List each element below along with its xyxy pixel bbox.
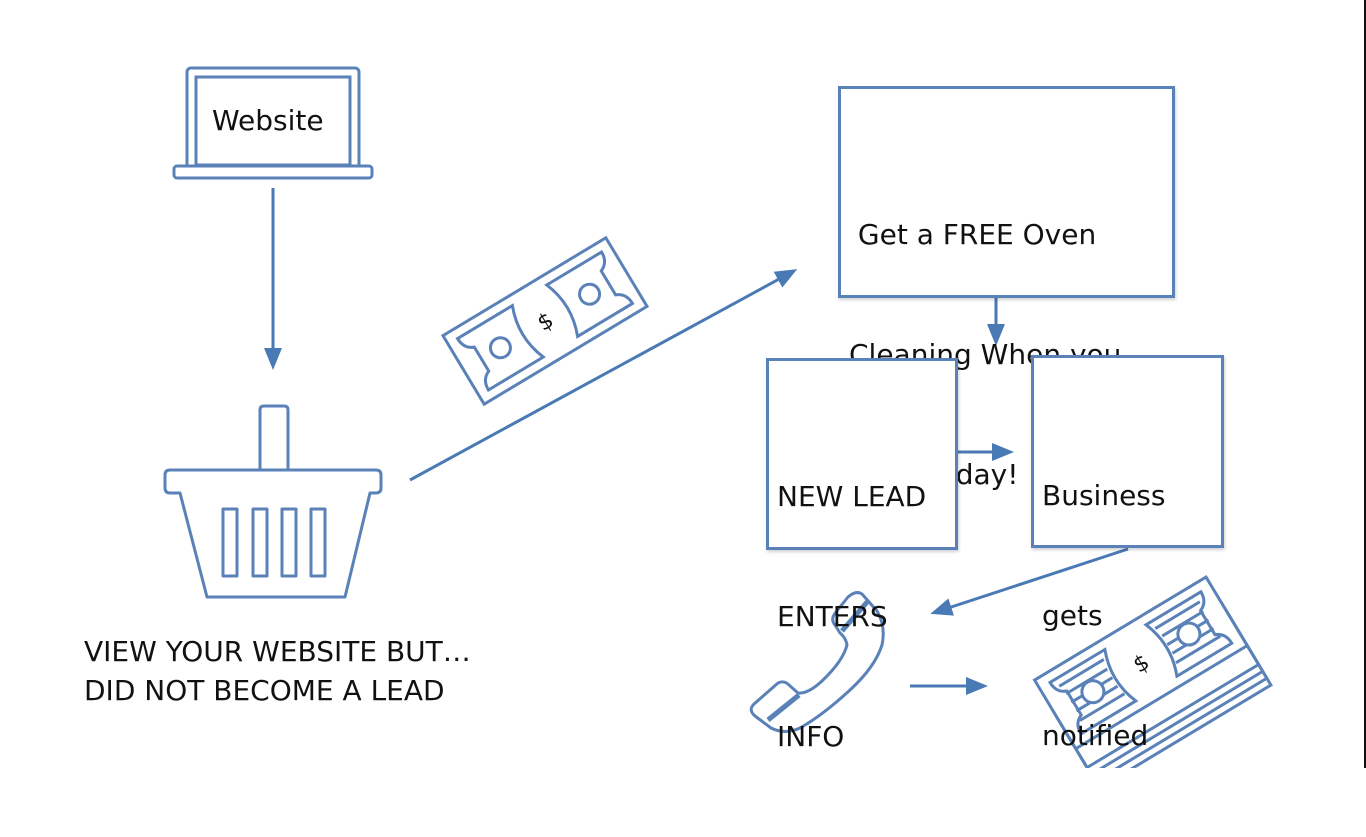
caption: VIEW YOUR WEBSITE BUT… DID NOT BECOME A … — [84, 632, 471, 710]
caption-line-1: VIEW YOUR WEBSITE BUT… — [84, 635, 471, 668]
arrow-notified-to-phone — [930, 547, 1129, 616]
new-lead-box: NEW LEAD ENTERS INFO — [766, 358, 958, 753]
offer-line-1: Get a FREE Oven — [849, 218, 1097, 251]
new-lead-line-2: ENTERS — [777, 600, 888, 633]
shopping-basket-icon — [163, 404, 383, 599]
offer-box: Get a FREE Oven Cleaning When you Book t… — [838, 86, 1175, 491]
diagram-canvas: $ $ — [163, 66, 1273, 768]
notified-line-1: Business — [1042, 479, 1166, 512]
new-lead-line-3: INFO — [777, 720, 845, 753]
laptop-icon — [172, 66, 374, 180]
screen-edge-divider — [1364, 0, 1366, 768]
notified-line-3: notified — [1042, 719, 1149, 752]
notified-line-2: gets — [1042, 599, 1103, 632]
notified-box: Business gets notified — [1031, 355, 1224, 752]
dollar-bill-icon: $ — [440, 235, 650, 407]
new-lead-line-1: NEW LEAD — [777, 480, 927, 513]
website-label: Website — [212, 104, 324, 137]
arrow-basket-to-offer — [409, 269, 798, 482]
money-stack-icon: $ — [1032, 575, 1273, 768]
caption-line-2: DID NOT BECOME A LEAD — [84, 674, 445, 707]
phone-handset-icon — [749, 591, 885, 733]
